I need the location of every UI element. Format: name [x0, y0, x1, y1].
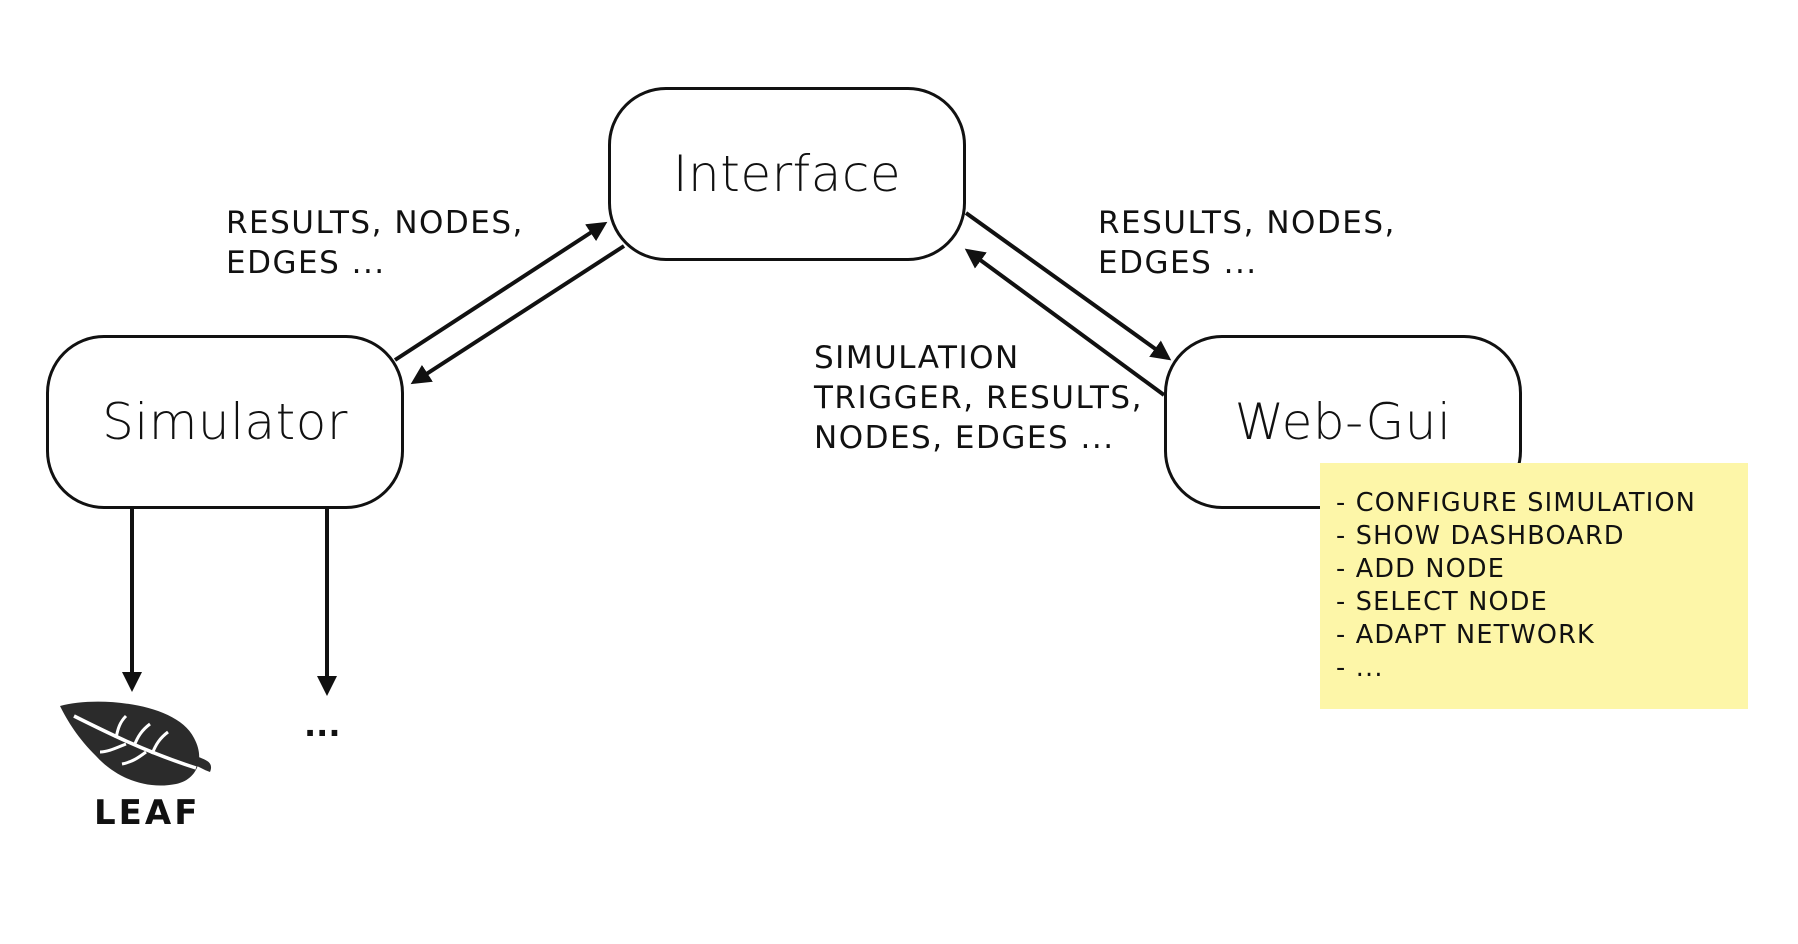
other-outputs-label: ... [304, 706, 341, 744]
edge-label-line: RESULTS, NODES, [226, 205, 524, 241]
feature-item: - SHOW DASHBOARD [1336, 521, 1625, 551]
edge-label-line: SIMULATION [814, 340, 1020, 376]
arrow-interface-to-webgui [964, 211, 1172, 361]
simulator-interface-edge-label: RESULTS, NODES, EDGES ... [226, 203, 524, 283]
webgui-interface-edge-label: SIMULATION TRIGGER, RESULTS, NODES, EDGE… [814, 338, 1143, 458]
webgui-node-label: Web-Gui [1234, 393, 1452, 451]
arrow-interface-to-simulator [410, 244, 626, 385]
simulator-node: Simulator [46, 335, 404, 509]
interface-node: Interface [608, 87, 966, 261]
interface-webgui-edge-label: RESULTS, NODES, EDGES ... [1098, 203, 1396, 283]
webgui-features-note: - CONFIGURE SIMULATION - SHOW DASHBOARD … [1320, 463, 1748, 709]
feature-item: - ... [1336, 653, 1384, 683]
edge-label-line: TRIGGER, RESULTS, [814, 380, 1143, 416]
leaf-label: LEAF [94, 793, 201, 833]
edge-label-line: EDGES ... [226, 245, 386, 281]
arrow-webgui-to-interface [964, 248, 1166, 397]
simulator-node-label: Simulator [102, 393, 348, 451]
arrow-simulator-to-interface [393, 221, 608, 362]
interface-node-label: Interface [672, 145, 902, 203]
edge-label-line: EDGES ... [1098, 245, 1258, 281]
edge-label-line: NODES, EDGES ... [814, 420, 1115, 456]
feature-item: - ADD NODE [1336, 554, 1506, 584]
leaf-icon [56, 698, 216, 838]
edge-label-line: RESULTS, NODES, [1098, 205, 1396, 241]
feature-item: - ADAPT NETWORK [1336, 620, 1595, 650]
feature-item: - SELECT NODE [1336, 587, 1548, 617]
feature-item: - CONFIGURE SIMULATION [1336, 488, 1697, 518]
